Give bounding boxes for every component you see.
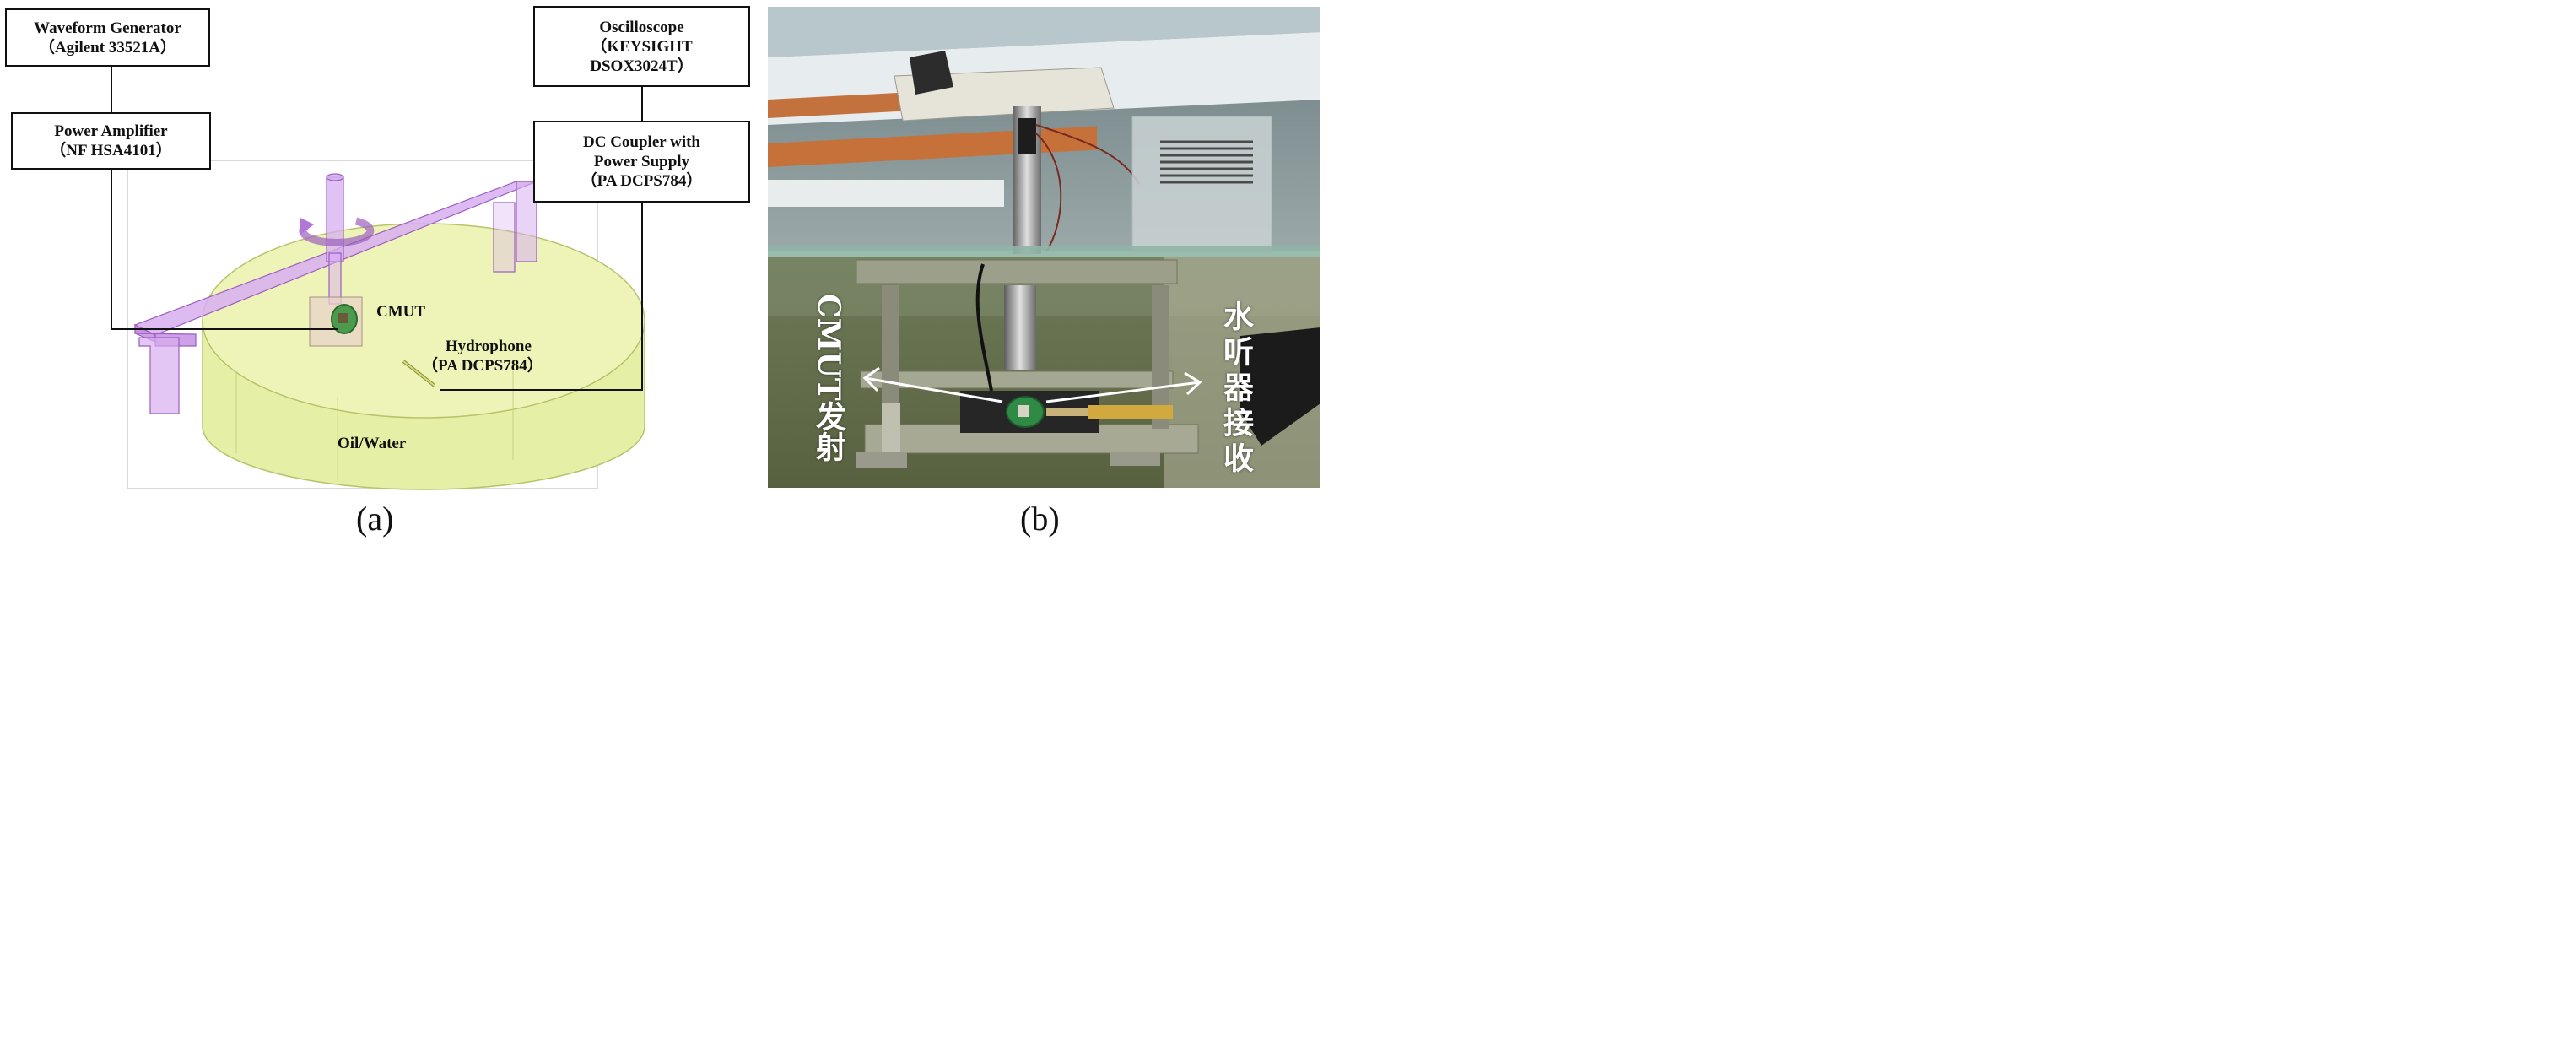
rotation-arrow-icon [299, 217, 375, 246]
power-amplifier-box: Power Amplifier （NF HSA4101） [11, 112, 211, 170]
hydrophone-receive-label: 水听器接收 [1218, 300, 1254, 478]
panel-a-schematic: Waveform Generator （Agilent 33521A） Powe… [0, 0, 764, 544]
caption-a: (a) [356, 500, 394, 538]
oscilloscope-model: DSOX3024T） [590, 57, 694, 75]
tank [202, 223, 645, 490]
panel-b-photo: CMUT发射 水听器接收 [768, 7, 1320, 488]
cmut-emit-label: CMUT发射 [811, 294, 846, 462]
dc-coupler-power-supply: Power Supply [593, 153, 690, 170]
signal-wires [111, 67, 643, 391]
experiment-photo [768, 7, 1320, 488]
power-amplifier-name: Power Amplifier [54, 122, 168, 140]
setup-illustration [111, 67, 645, 490]
dc-coupler-model: （PA DCPS784） [581, 172, 703, 190]
tank-label: Oil/Water [338, 435, 407, 452]
hydrophone-name: Hydrophone [445, 338, 532, 355]
dc-coupler-name: DC Coupler with [583, 133, 700, 151]
hydrophone-probe [402, 360, 436, 387]
power-amplifier-model: （NF HSA4101） [50, 142, 172, 160]
arrow-icons [862, 366, 1202, 403]
oscilloscope-name: Oscilloscope [599, 18, 684, 36]
waveform-generator-model: （Agilent 33521A） [38, 38, 177, 57]
oscilloscope-box: Oscilloscope （KEYSIGHT DSOX3024T） [533, 6, 750, 87]
hydrophone-label: Hydrophone （PA DCPS784） [422, 337, 543, 376]
dc-coupler-box: DC Coupler with Power Supply （PA DCPS784… [533, 121, 750, 203]
caption-b: (b) [1020, 500, 1060, 538]
oscilloscope-brand: （KEYSIGHT [591, 37, 693, 56]
cmut-device [309, 296, 363, 347]
waveform-generator-name: Waveform Generator [34, 19, 181, 37]
cmut-label: CMUT [376, 303, 426, 321]
waveform-generator-box: Waveform Generator （Agilent 33521A） [5, 8, 210, 67]
hydrophone-model: （PA DCPS784） [422, 357, 543, 375]
